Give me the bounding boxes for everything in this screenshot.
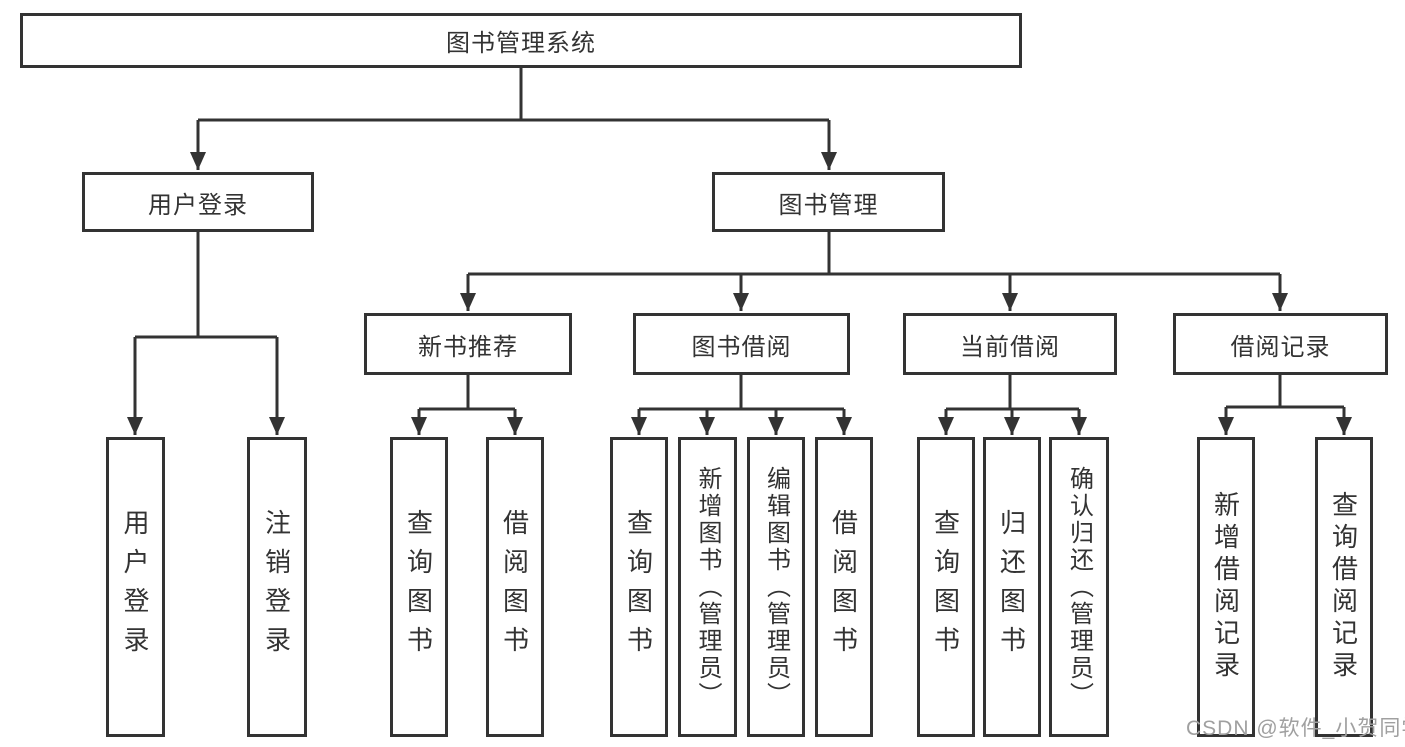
leaf-add-borrow-record: 新增借阅记录 [1197,437,1255,737]
csdn-watermark: CSDN @软件_小贺同学 [1186,717,1405,740]
connector-borrow-record [1218,375,1352,435]
node-user-login: 用户登录 [82,172,314,232]
leaf-return-book: 归还图书 [983,437,1041,737]
leaf-user-login: 用户登录 [106,437,165,737]
leaf-edit-book-admin: 编辑图书（管理员） [747,437,805,737]
leaf-query-book-2: 查询图书 [610,437,668,737]
leaf-query-book-1: 查询图书 [390,437,448,737]
node-book-borrow: 图书借阅 [633,313,850,375]
leaf-confirm-return-admin: 确认归还（管理员） [1049,437,1109,737]
leaf-query-borrow-record: 查询借阅记录 [1315,437,1373,737]
connector-book-management [460,232,1288,311]
node-current-borrow: 当前借阅 [903,313,1117,375]
node-book-management: 图书管理 [712,172,945,232]
leaf-logout: 注销登录 [247,437,307,737]
connector-root [190,68,837,170]
node-new-book-recommend: 新书推荐 [364,313,572,375]
node-borrow-record: 借阅记录 [1173,313,1388,375]
leaf-borrow-book-2: 借阅图书 [815,437,873,737]
connector-user-login [127,232,285,435]
connector-new-book-recommend [411,375,523,435]
leaf-add-book-admin: 新增图书（管理员） [678,437,737,737]
connector-book-borrow [631,375,852,435]
leaf-borrow-book-1: 借阅图书 [486,437,544,737]
leaf-query-book-3: 查询图书 [917,437,975,737]
node-root-system: 图书管理系统 [20,13,1022,68]
connector-current-borrow [938,375,1087,435]
